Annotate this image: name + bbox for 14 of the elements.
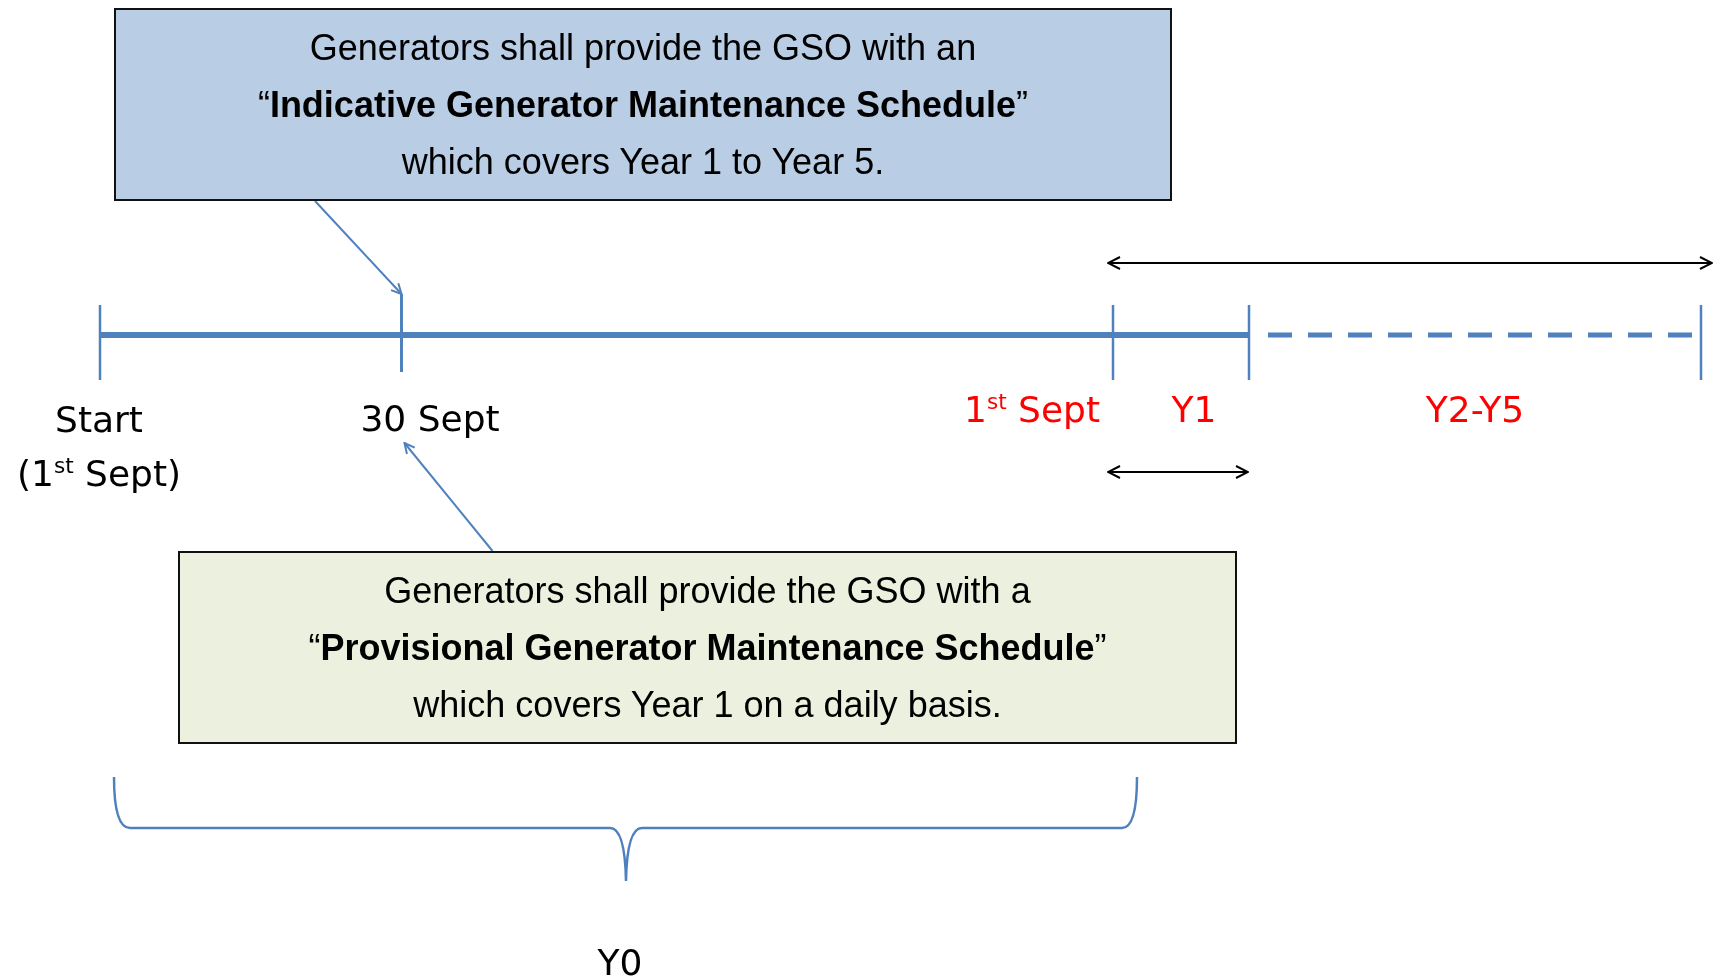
year-label: Y0 — [597, 941, 643, 978]
date-label: (1$^{st}$ Sept) — [16, 452, 182, 496]
arrow — [403, 442, 494, 552]
date-label: 30 Sept — [360, 391, 500, 443]
note-box — [114, 8, 1172, 201]
arrow — [314, 200, 403, 295]
note-text: Generators shall provide the GSO with an “Indicative Generator Maintenance Schedule” which covers Year 1 to Year 5. — [256, 26, 1030, 184]
note-box — [178, 551, 1237, 744]
tick-mark — [400, 294, 403, 372]
year-label: Y2-Y5 — [1425, 388, 1525, 432]
timeline-label: Start — [55, 398, 143, 442]
year-label: Y1 — [1171, 388, 1217, 432]
note-text: Generators shall provide the GSO with a “Provisional Generator Maintenance Schedule” which covers Year 1 on a daily basis. — [307, 569, 1108, 727]
date-label: 1$^{st}$ Sept — [964, 388, 1100, 432]
